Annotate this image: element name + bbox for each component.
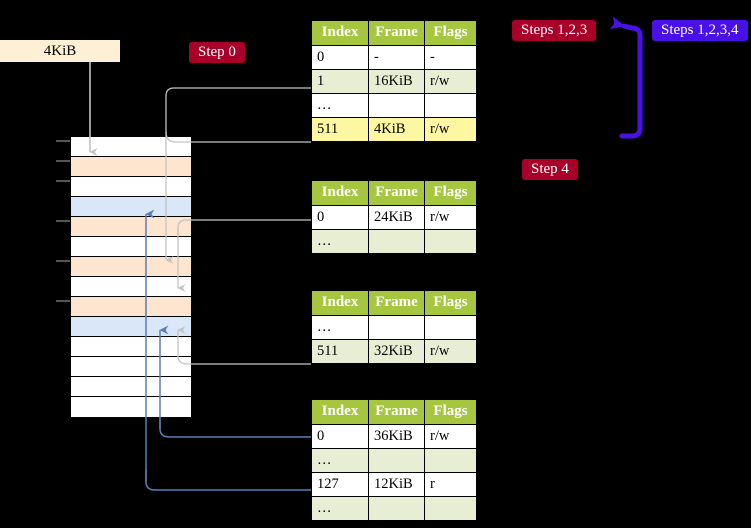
cell-frame: 4KiB bbox=[368, 116, 425, 142]
cell-flags bbox=[424, 495, 477, 521]
table-row: … bbox=[311, 495, 477, 521]
cell-index: 511 bbox=[311, 116, 369, 142]
column-header-flags: Flags bbox=[424, 399, 477, 425]
cell-flags: r bbox=[424, 471, 477, 497]
memory-tick bbox=[56, 260, 70, 262]
connector-table2-in bbox=[177, 219, 311, 236]
memory-block-0 bbox=[71, 137, 191, 157]
memory-tick bbox=[56, 160, 70, 162]
column-header-frame: Frame bbox=[368, 399, 425, 425]
cell-frame: 12KiB bbox=[368, 471, 425, 497]
cell-flags bbox=[424, 314, 477, 340]
memory-block-9 bbox=[71, 317, 191, 337]
cell-frame: 16KiB bbox=[368, 68, 425, 94]
cell-frame bbox=[368, 447, 425, 473]
cell-flags: r/w bbox=[424, 423, 477, 449]
connector-table4-row127 bbox=[145, 470, 311, 491]
size-box-label: 4KiB bbox=[43, 42, 77, 59]
cell-frame: 24KiB bbox=[368, 204, 425, 230]
column-header-flags: Flags bbox=[424, 180, 477, 206]
column-header-index: Index bbox=[311, 20, 369, 46]
column-header-frame: Frame bbox=[368, 20, 425, 46]
cell-frame: 32KiB bbox=[368, 338, 425, 364]
column-header-index: Index bbox=[311, 180, 369, 206]
memory-block-12 bbox=[71, 377, 191, 397]
badge-step-4: Step 4 bbox=[522, 159, 578, 180]
cell-index: … bbox=[311, 314, 369, 340]
size-box: 4KiB bbox=[0, 40, 120, 62]
connector-table3-to-memory bbox=[177, 326, 311, 365]
cell-frame bbox=[368, 228, 425, 254]
cell-frame: 36KiB bbox=[368, 423, 425, 449]
memory-block-8 bbox=[71, 297, 191, 317]
cell-index: 0 bbox=[311, 423, 369, 449]
connector-table4-row0 bbox=[159, 420, 311, 438]
cell-flags bbox=[424, 447, 477, 473]
table-row: … bbox=[311, 447, 477, 473]
table-row: … bbox=[311, 314, 477, 340]
column-header-index: Index bbox=[311, 290, 369, 316]
cell-flags bbox=[424, 92, 477, 118]
connector-table1-loop bbox=[165, 87, 311, 143]
column-header-frame: Frame bbox=[368, 180, 425, 206]
cell-frame bbox=[368, 495, 425, 521]
table-row: … bbox=[311, 228, 477, 254]
memory-block-4 bbox=[71, 217, 191, 237]
cell-index: … bbox=[311, 92, 369, 118]
cell-flags: r/w bbox=[424, 338, 477, 364]
column-header-flags: Flags bbox=[424, 20, 477, 46]
cell-index: 0 bbox=[311, 204, 369, 230]
column-header-frame: Frame bbox=[368, 290, 425, 316]
table-row: 0-- bbox=[311, 44, 477, 70]
memory-block-13 bbox=[71, 397, 191, 417]
column-header-flags: Flags bbox=[424, 290, 477, 316]
memory-tick bbox=[56, 220, 70, 222]
cell-frame bbox=[368, 314, 425, 340]
badge-step-0: Step 0 bbox=[189, 42, 245, 63]
memory-block-5 bbox=[71, 237, 191, 257]
purple-step-arrow bbox=[609, 16, 643, 139]
cell-flags bbox=[424, 228, 477, 254]
table-row: … bbox=[311, 92, 477, 118]
cell-frame bbox=[368, 92, 425, 118]
cell-index: … bbox=[311, 495, 369, 521]
memory-block-1 bbox=[71, 157, 191, 177]
badge-steps-123: Steps 1,2,3 bbox=[512, 20, 597, 41]
memory-block-10 bbox=[71, 337, 191, 357]
memory-block-2 bbox=[71, 177, 191, 197]
cell-index: … bbox=[311, 228, 369, 254]
cell-index: 511 bbox=[311, 338, 369, 364]
cell-flags: - bbox=[424, 44, 477, 70]
memory-tick bbox=[56, 140, 70, 142]
memory-block-6 bbox=[71, 257, 191, 277]
memory-block-7 bbox=[71, 277, 191, 297]
cell-index: 0 bbox=[311, 44, 369, 70]
cell-frame: - bbox=[368, 44, 425, 70]
cell-flags: r/w bbox=[424, 204, 477, 230]
cell-flags: r/w bbox=[424, 116, 477, 142]
badge-steps-1234: Steps 1,2,3,4 bbox=[652, 20, 748, 41]
memory-tick bbox=[56, 180, 70, 182]
memory-block-3 bbox=[71, 197, 191, 217]
memory-tick bbox=[56, 300, 70, 302]
memory-block-11 bbox=[71, 357, 191, 377]
memory-column bbox=[70, 136, 191, 417]
cell-index: … bbox=[311, 447, 369, 473]
column-header-index: Index bbox=[311, 399, 369, 425]
cell-index: 127 bbox=[311, 471, 369, 497]
cell-index: 1 bbox=[311, 68, 369, 94]
cell-flags: r/w bbox=[424, 68, 477, 94]
